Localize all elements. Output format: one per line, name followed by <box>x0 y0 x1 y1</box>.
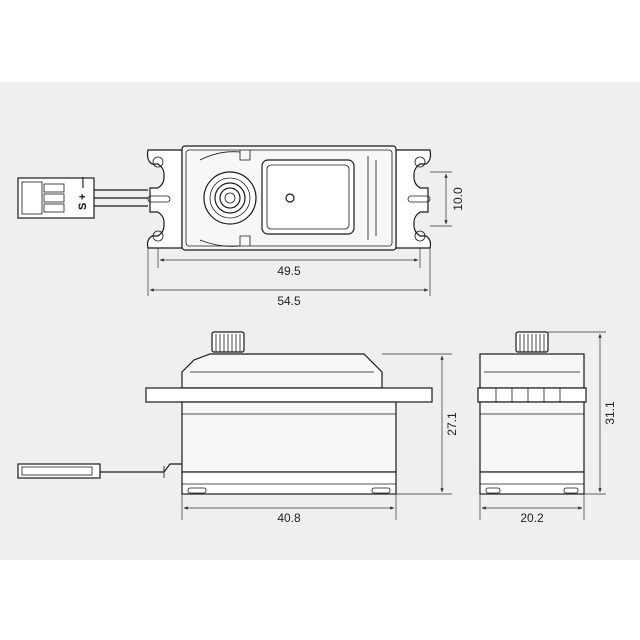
side-view: 27.1 40.8 <box>17 331 459 525</box>
mounting-hole <box>414 230 426 242</box>
dim-case-height: 27.1 <box>445 412 459 436</box>
side-view-top-case <box>181 353 383 389</box>
side-view-bottom-case <box>181 471 397 495</box>
dim-case-length: 40.8 <box>277 511 301 525</box>
dim-overall-length: 54.5 <box>277 294 301 308</box>
dim-case-width: 20.2 <box>520 511 544 525</box>
connector-pin-plus-label: + <box>77 194 89 200</box>
servo-lead-wires <box>94 189 148 207</box>
label-plate-dot <box>285 193 295 203</box>
side-view-flange <box>145 387 433 403</box>
end-view-middle-case <box>479 401 585 473</box>
connector-pin-minus-label: — <box>77 177 89 188</box>
end-view: 31.1 20.2 <box>477 331 617 525</box>
side-view-lead-wire <box>100 463 182 473</box>
end-view-top-case <box>479 353 585 389</box>
side-view-connector <box>17 463 101 479</box>
mounting-slot <box>147 195 171 203</box>
output-shaft-gear <box>203 171 257 225</box>
mounting-hole <box>152 230 164 242</box>
dim-overall-height: 31.1 <box>603 401 617 425</box>
mounting-slot <box>407 195 431 203</box>
end-view-bottom-case <box>479 471 585 495</box>
dim-slot-width: 10.0 <box>451 187 465 211</box>
label-plate <box>261 159 355 235</box>
end-view-flange <box>477 387 587 403</box>
side-view-middle-case <box>181 401 397 473</box>
connector-pin-signal-label: S <box>77 203 89 210</box>
top-view-flange <box>146 149 183 249</box>
mounting-hole <box>152 156 164 168</box>
dim-hole-spacing: 49.5 <box>277 264 301 278</box>
mounting-hole <box>414 156 426 168</box>
top-view: S + — 10.0 49.5 54.5 <box>17 145 465 308</box>
connector-plug <box>17 177 95 219</box>
